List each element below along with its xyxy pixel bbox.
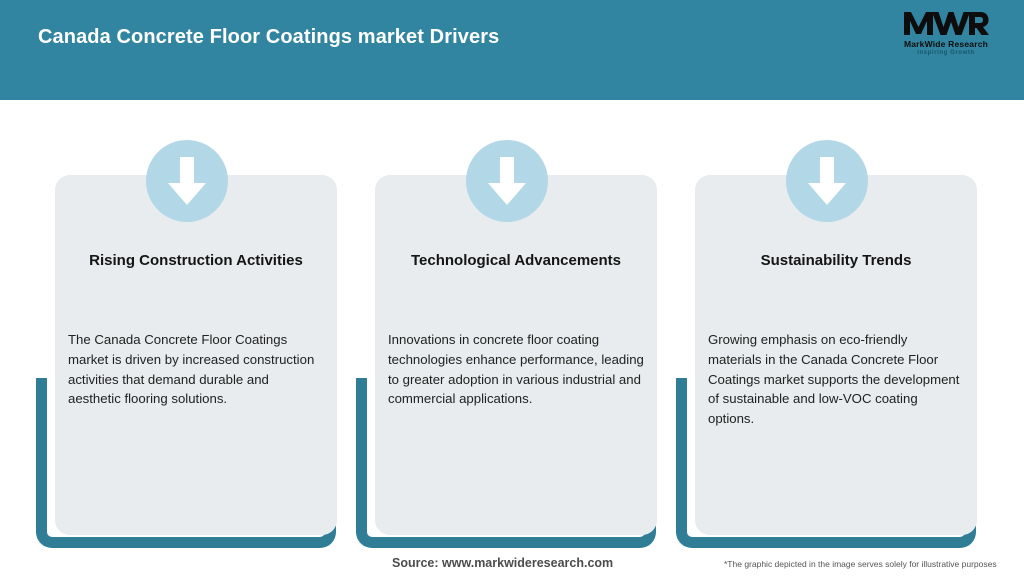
footer-source: Source: www.markwideresearch.com bbox=[392, 556, 614, 570]
down-arrow-icon bbox=[808, 157, 846, 205]
down-arrow-badge bbox=[786, 140, 868, 222]
driver-card[interactable]: Technological Advancements Innovations i… bbox=[375, 175, 657, 535]
logo-company-name: MarkWide Research bbox=[903, 39, 989, 49]
mwr-logo-icon bbox=[904, 12, 989, 35]
down-arrow-badge bbox=[466, 140, 548, 222]
card-body: Innovations in concrete floor coating te… bbox=[388, 332, 644, 407]
brand-logo: MarkWide Research Inspiring Growth bbox=[894, 8, 998, 60]
down-arrow-icon bbox=[168, 157, 206, 205]
driver-card[interactable]: Sustainability Trends Growing emphasis o… bbox=[695, 175, 977, 535]
down-arrow-icon bbox=[488, 157, 526, 205]
card-body: Growing emphasis on eco-friendly materia… bbox=[708, 332, 960, 427]
driver-column-3: Sustainability Trends Growing emphasis o… bbox=[676, 100, 996, 548]
page-title: Canada Concrete Floor Coatings market Dr… bbox=[38, 26, 500, 48]
header-bar: Canada Concrete Floor Coatings market Dr… bbox=[0, 0, 1024, 100]
card-body: The Canada Concrete Floor Coatings marke… bbox=[68, 332, 315, 407]
down-arrow-badge bbox=[146, 140, 228, 222]
card-title: Rising Construction Activities bbox=[89, 252, 303, 269]
driver-column-1: Rising Construction Activities The Canad… bbox=[36, 100, 356, 548]
driver-column-2: Technological Advancements Innovations i… bbox=[356, 100, 676, 548]
logo-tagline: Inspiring Growth bbox=[917, 50, 975, 56]
card-title: Sustainability Trends bbox=[760, 252, 912, 269]
cards-container: Rising Construction Activities The Canad… bbox=[0, 100, 1024, 548]
footer-disclaimer: *The graphic depicted in the image serve… bbox=[724, 559, 997, 569]
driver-card[interactable]: Rising Construction Activities The Canad… bbox=[55, 175, 337, 535]
card-title: Technological Advancements bbox=[410, 252, 622, 269]
